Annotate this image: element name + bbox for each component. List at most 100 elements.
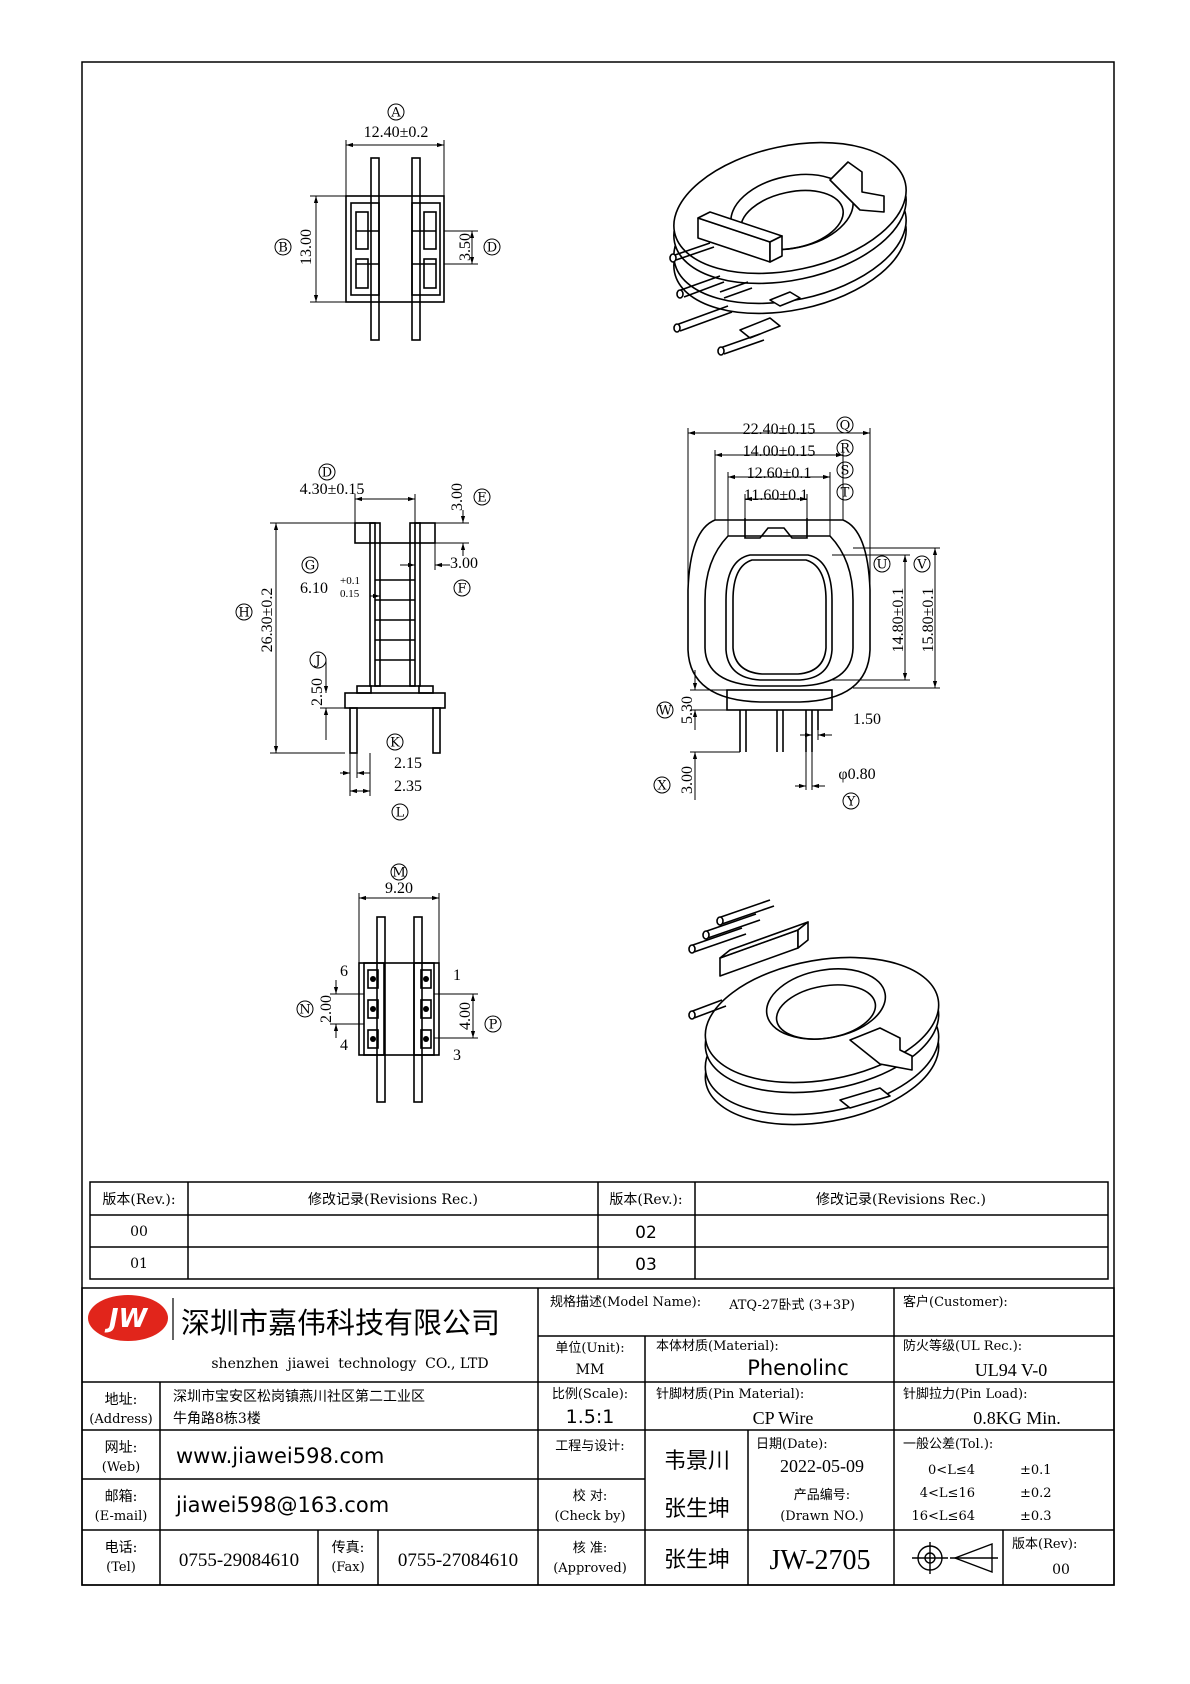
pin-label-3: 3 [453, 1047, 461, 1064]
dim-s: 12.60±0.1 [747, 465, 812, 482]
email-address[interactable]: jiawei598@163.com [175, 1493, 389, 1517]
unit-value: MM [576, 1362, 605, 1378]
check-label-en: (Check by) [554, 1509, 625, 1524]
model-label: 规格描述(Model Name): [550, 1294, 701, 1310]
dim-u: 14.80±0.1 [890, 588, 907, 653]
web-label-cn: 网址: [105, 1440, 138, 1456]
checker-name: 张生坤 [664, 1497, 730, 1522]
address-line-1: 深圳市宝安区松岗镇燕川社区第二工业区 [173, 1388, 425, 1405]
email-label-cn: 邮箱: [105, 1489, 138, 1505]
dim-r: 14.00±0.15 [743, 443, 816, 460]
dim-flange: 3.00 [449, 483, 466, 511]
tolerance-label: 一般公差(Tol.): [903, 1436, 993, 1452]
dim-core: 6.10 [300, 580, 328, 597]
dim-base: 2.50 [309, 678, 326, 706]
dim-n: 2.00 [318, 995, 335, 1023]
dim-pin-k: 2.15 [394, 755, 422, 772]
title-block [81, 1287, 1115, 1586]
rev-row-00: 00 [130, 1224, 148, 1240]
callout-L: L [396, 806, 405, 821]
callout-R: R [840, 442, 851, 457]
dim-x: 3.00 [679, 766, 696, 794]
address-label-cn: 地址: [105, 1392, 138, 1408]
front-view [687, 428, 940, 800]
fax-number: 0755-27084610 [398, 1550, 518, 1571]
callout-W: W [658, 704, 672, 719]
isometric-view-bottom [688, 899, 940, 1126]
callout-D-side: D [322, 466, 332, 481]
callout-Q: Q [840, 419, 851, 434]
dim-slot: 3.50 [457, 233, 474, 261]
callout-A: A [390, 106, 401, 121]
date-value: 2022-05-09 [780, 1456, 864, 1476]
callout-D: D [487, 241, 497, 256]
callout-X: X [657, 779, 667, 794]
revision-table-text: 版本(Rev.): 修改记录(Revisions Rec.) 版本(Rev.):… [102, 1192, 986, 1275]
tel-number: 0755-29084610 [179, 1550, 299, 1571]
tol-value-1: ±0.1 [1020, 1463, 1052, 1478]
check-label-cn: 校 对: [573, 1488, 608, 1504]
address-label-en: (Address) [89, 1412, 152, 1427]
callout-G: G [305, 559, 315, 574]
tol-value-3: ±0.3 [1020, 1509, 1052, 1524]
dim-height: 13.00 [298, 229, 315, 265]
material-value: Phenolinc [747, 1356, 849, 1380]
drawn-number: JW-2705 [769, 1545, 870, 1576]
dim-w: 5.30 [679, 696, 696, 724]
rec-header-right: 修改记录(Revisions Rec.) [816, 1192, 986, 1208]
dim-width: 12.40±0.2 [364, 124, 429, 141]
web-label-en: (Web) [102, 1460, 140, 1475]
tel-label-en: (Tel) [106, 1560, 136, 1575]
rev-row-02: 02 [635, 1223, 657, 1243]
pin-material-value: CP Wire [753, 1408, 814, 1428]
rev-header-right: 版本(Rev.): [609, 1192, 682, 1208]
ul-label: 防火等级(UL Rec.): [903, 1338, 1022, 1354]
material-label: 本体材质(Material): [656, 1339, 779, 1354]
web-url[interactable]: www.jiawei598.com [176, 1444, 384, 1468]
rev-label: 版本(Rev): [1012, 1537, 1077, 1552]
callout-V: V [916, 558, 927, 573]
fax-label-en: (Fax) [331, 1560, 364, 1575]
dim-flange-w: 3.00 [450, 555, 478, 572]
callout-B: B [278, 241, 288, 256]
callout-K: K [390, 736, 400, 751]
dim-height-side: 26.30±0.2 [259, 588, 276, 653]
pin-label-6: 6 [340, 963, 348, 980]
drawn-no-label-cn: 产品编号: [794, 1488, 850, 1503]
dim-pin-gap: 1.50 [853, 711, 881, 728]
design-label: 工程与设计: [555, 1439, 624, 1454]
callout-M: M [392, 866, 405, 881]
rec-header-left: 修改记录(Revisions Rec.) [308, 1192, 478, 1208]
dim-t: 11.60±0.1 [744, 487, 808, 504]
top-view [310, 140, 478, 341]
tol-range-2: 4<L≤16 [920, 1486, 975, 1501]
company-name-en: shenzhen jiawei technology CO., LTD [211, 1356, 488, 1372]
logo-text: JW [104, 1304, 149, 1334]
approve-label-cn: 核 准: [573, 1541, 608, 1556]
rev-row-01: 01 [130, 1256, 148, 1272]
front-view-labels: 22.40±0.15 Q 14.00±0.15 R 12.60±0.1 S 11… [653, 416, 937, 810]
dim-q: 22.40±0.15 [743, 421, 816, 438]
dim-core-tol-minus: 0.15 [340, 588, 360, 600]
dim-pin-l: 2.35 [394, 778, 422, 795]
drawn-no-label-en: (Drawn NO.) [780, 1509, 864, 1524]
scale-value: 1.5:1 [566, 1406, 615, 1428]
customer-label: 客户(Customer): [903, 1294, 1008, 1310]
dim-y: φ0.80 [838, 766, 875, 783]
address-line-2: 牛角路8栋3楼 [173, 1410, 261, 1427]
callout-H: H [238, 606, 249, 621]
callout-F: F [457, 582, 466, 597]
pin-label-4: 4 [340, 1037, 348, 1054]
tol-value-2: ±0.2 [1020, 1486, 1052, 1501]
tol-range-1: 0<L≤4 [928, 1463, 975, 1478]
pin-material-label: 针脚材质(Pin Material): [656, 1386, 804, 1402]
callout-E: E [477, 491, 487, 506]
pin-label-1: 1 [453, 967, 461, 984]
pin-load-value: 0.8KG Min. [973, 1408, 1061, 1428]
company-name-cn: 深圳市嘉伟科技有限公司 [181, 1306, 500, 1340]
callout-J: J [313, 654, 320, 669]
approve-label-en: (Approved) [553, 1561, 627, 1576]
top-view-labels: A 12.40±0.2 B 13.00 3.50 D [274, 103, 501, 265]
jw-logo: JW [88, 1295, 174, 1341]
rev-row-03: 03 [635, 1255, 657, 1275]
